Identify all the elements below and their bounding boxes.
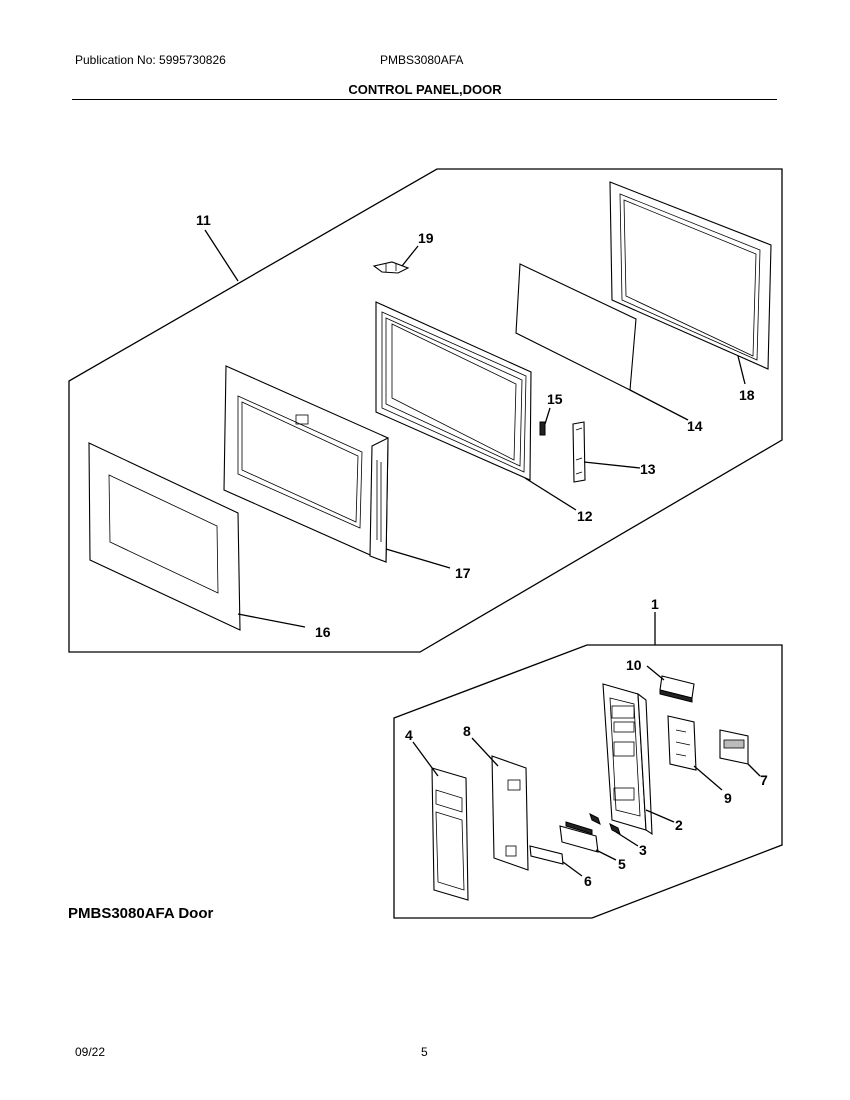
callout-19: 19 [418, 230, 434, 246]
callout-4: 4 [405, 727, 413, 743]
part-19-clip [372, 261, 410, 274]
part-6-label [529, 845, 564, 865]
part-2-control-housing [602, 683, 653, 836]
part-8-membrane [491, 755, 529, 871]
page-title: CONTROL PANEL,DOOR [348, 82, 502, 97]
leader-lines-lower [412, 665, 761, 877]
callout-5: 5 [618, 856, 626, 872]
callout-1: 1 [651, 596, 659, 612]
callout-15: 15 [547, 391, 563, 407]
page-number: 5 [421, 1045, 428, 1059]
callout-9: 9 [724, 790, 732, 806]
callout-16: 16 [315, 624, 331, 640]
callout-8: 8 [463, 723, 471, 739]
callout-3: 3 [639, 842, 647, 858]
callout-2: 2 [675, 817, 683, 833]
callout-13: 13 [640, 461, 656, 477]
model-number: PMBS3080AFA [380, 53, 464, 67]
part-10-display-window [659, 675, 695, 703]
part-4-overlay [431, 767, 469, 901]
part-18-frame [609, 181, 772, 370]
callout-10: 10 [626, 657, 642, 673]
part-5-button [559, 821, 599, 853]
part-7-connector [719, 729, 749, 765]
callout-7: 7 [760, 772, 768, 788]
callout-12: 12 [577, 508, 593, 524]
footer-date: 09/22 [75, 1045, 106, 1059]
door-assembly-outline [68, 168, 783, 653]
callout-14: 14 [687, 418, 703, 434]
callout-17: 17 [455, 565, 471, 581]
part-13-bracket [572, 421, 586, 483]
part-12-inner-frame [375, 301, 532, 481]
leader-lines-upper [204, 229, 746, 628]
publication-number: Publication No: 5995730826 [75, 53, 226, 67]
part-16-outer-glass [88, 442, 241, 631]
callout-6: 6 [584, 873, 592, 889]
part-15-latch [539, 421, 546, 436]
callout-18: 18 [739, 387, 755, 403]
part-17-door-panel [223, 365, 389, 563]
diagram-caption: PMBS3080AFA Door [68, 905, 214, 922]
control-panel-outline [393, 644, 783, 919]
part-9-circuit-board [667, 715, 697, 771]
header-rule [72, 99, 777, 100]
callout-11: 11 [196, 212, 211, 228]
